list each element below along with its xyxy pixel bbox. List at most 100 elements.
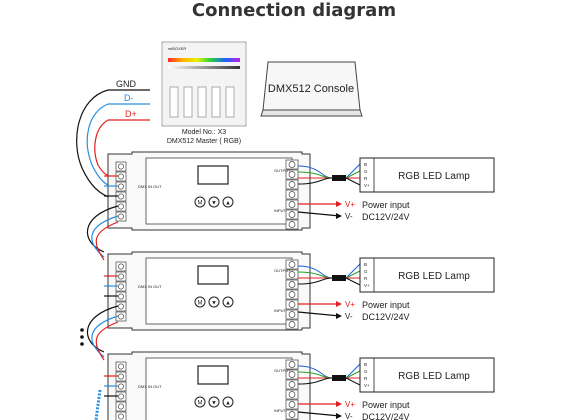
arrow-icon bbox=[336, 213, 342, 219]
console-label: DMX512 Console bbox=[268, 83, 354, 95]
lamp-wire bbox=[297, 177, 333, 185]
voltage-label: DC12V/24V bbox=[362, 312, 410, 322]
input-label: INPUT bbox=[274, 408, 287, 413]
lamp-pin-label: R bbox=[364, 176, 368, 181]
dmx-side-label: DMX IN OUT bbox=[138, 184, 162, 189]
terminal-screw bbox=[118, 293, 124, 300]
lamp-pin-label: V+ bbox=[364, 283, 370, 288]
terminal-screw bbox=[118, 373, 124, 380]
terminal-screw bbox=[288, 211, 296, 218]
dminus-label: D- bbox=[124, 93, 134, 103]
master-model: Model No.: X3 bbox=[182, 129, 226, 136]
dmx-side-label: DMX IN OUT bbox=[138, 284, 162, 289]
continuation-dots bbox=[80, 328, 84, 346]
master-sliders bbox=[169, 86, 235, 118]
terminal-screw bbox=[288, 321, 296, 328]
terminal-screw bbox=[288, 171, 296, 178]
terminal-screw bbox=[118, 303, 124, 310]
lamp-label: RGB LED Lamp bbox=[398, 171, 470, 182]
vplus-label: V+ bbox=[345, 200, 355, 209]
lamp-pin-label: G bbox=[364, 169, 368, 174]
lamp-pin-label: V+ bbox=[364, 383, 370, 388]
lamp-pin-label: B bbox=[364, 262, 367, 267]
output-label: OUTPUT bbox=[274, 368, 291, 373]
voltage-label: DC12V/24V bbox=[362, 212, 410, 222]
lamp-wire bbox=[345, 177, 361, 186]
vplus-label: V+ bbox=[345, 400, 355, 409]
terminal-screw bbox=[118, 393, 124, 400]
terminal-screw bbox=[118, 203, 124, 210]
terminal-screw bbox=[288, 411, 296, 418]
power-minus-wire bbox=[297, 211, 341, 217]
terminal-screw bbox=[288, 261, 296, 268]
lamp-label: RGB LED Lamp bbox=[398, 371, 470, 382]
power-minus-wire bbox=[297, 311, 341, 317]
terminal-screw bbox=[288, 281, 296, 288]
lamp-pin-label: R bbox=[364, 376, 368, 381]
decoder-button-label: ▲ bbox=[225, 301, 231, 307]
decoder-button-label: M bbox=[198, 301, 203, 307]
terminal-screw bbox=[288, 371, 296, 378]
master-panel: miBOXER Model No.: X3 DMX512 Master ( RG… bbox=[161, 41, 247, 145]
power-input-label: Power input bbox=[362, 200, 410, 210]
decoder-button bbox=[222, 196, 234, 208]
decoder-display bbox=[197, 365, 229, 385]
decoder-button-label: ▼ bbox=[211, 401, 217, 407]
lamp-wire bbox=[345, 163, 361, 179]
lamp-wire bbox=[297, 277, 333, 285]
output-label: OUTPUT bbox=[274, 168, 291, 173]
lamp-wire bbox=[345, 377, 361, 386]
terminal-screw bbox=[288, 191, 296, 198]
input-label: INPUT bbox=[274, 208, 287, 213]
terminal-screw bbox=[288, 311, 296, 318]
decoder-display bbox=[197, 265, 229, 285]
rgb-lamp-box bbox=[359, 357, 495, 393]
arrow-icon bbox=[336, 413, 342, 419]
cable-bundle bbox=[332, 275, 346, 281]
voltage-label: DC12V/24V bbox=[362, 412, 410, 420]
vplus-label: V+ bbox=[345, 300, 355, 309]
terminal-screw bbox=[288, 291, 296, 298]
lamp-wire bbox=[297, 377, 333, 385]
terminal-screw bbox=[288, 381, 296, 388]
input-label: INPUT bbox=[274, 308, 287, 313]
diagram-title: Connection diagram bbox=[191, 0, 397, 21]
master-name: DMX512 Master ( RGB) bbox=[167, 138, 241, 145]
power-minus-wire bbox=[297, 411, 341, 417]
decoder-button-label: ▲ bbox=[225, 201, 231, 207]
arrow-icon bbox=[336, 401, 342, 407]
terminal-screw bbox=[288, 161, 296, 168]
dmx-side-label: DMX IN OUT bbox=[138, 384, 162, 389]
power-input-label: Power input bbox=[362, 400, 410, 410]
terminal-screw bbox=[288, 271, 296, 278]
decoder-button-label: ▼ bbox=[211, 301, 217, 307]
terminal-screw bbox=[118, 413, 124, 420]
lamp-pin-label: G bbox=[364, 369, 368, 374]
lamp-wire bbox=[345, 170, 361, 179]
lamp-wire bbox=[345, 370, 361, 379]
terminal-screw bbox=[288, 201, 296, 208]
power-input-label: Power input bbox=[362, 300, 410, 310]
decoder-button-label: ▼ bbox=[211, 201, 217, 207]
terminal-screw bbox=[288, 401, 296, 408]
daisy-chain-wire bbox=[95, 221, 119, 261]
lamp-wire bbox=[345, 277, 361, 286]
master-brand: miBOXER bbox=[168, 46, 186, 51]
arrow-icon bbox=[336, 301, 342, 307]
terminator-wire bbox=[94, 389, 102, 420]
decoder-button bbox=[222, 296, 234, 308]
rgb-lamp-box bbox=[359, 257, 495, 293]
terminal-screw bbox=[118, 363, 124, 370]
decoder-button bbox=[194, 296, 206, 308]
terminal-screw bbox=[288, 301, 296, 308]
decoder-display bbox=[197, 165, 229, 185]
decoder-button bbox=[194, 396, 206, 408]
lamp-wire bbox=[345, 263, 361, 279]
arrow-icon bbox=[336, 313, 342, 319]
output-label: OUTPUT bbox=[274, 268, 291, 273]
vminus-label: V- bbox=[345, 412, 353, 420]
cable-bundle bbox=[332, 175, 346, 181]
